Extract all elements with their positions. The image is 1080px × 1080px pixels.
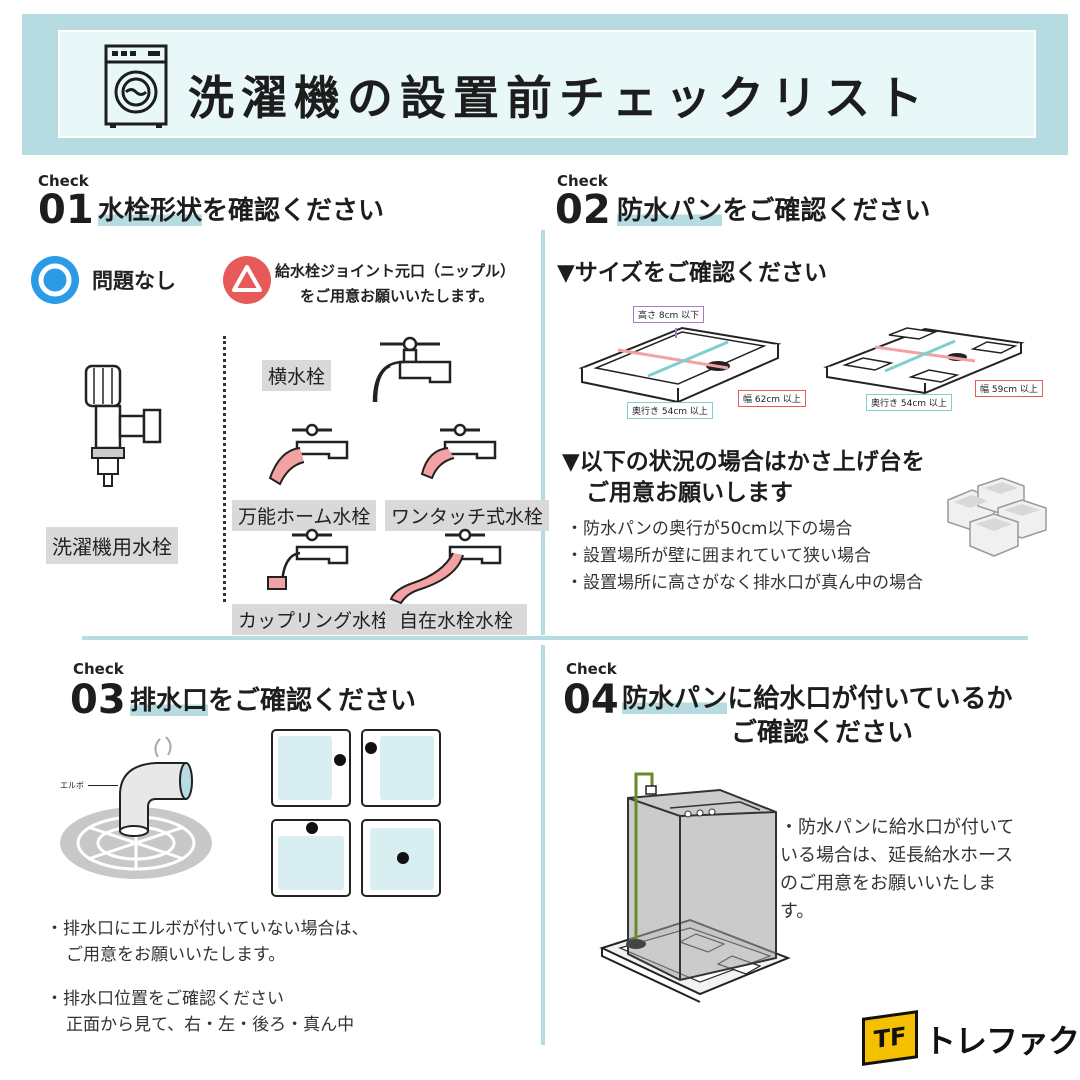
- faucet-label-2: ワンタッチ式水栓: [385, 500, 550, 531]
- brand-logo-mark-text: TF: [873, 1021, 907, 1055]
- washing-machine-icon: [104, 44, 168, 128]
- section-title-3: 排水口をご確認ください: [130, 680, 416, 717]
- section-number-2: 02: [555, 187, 611, 233]
- drain-position-grid: [271, 729, 441, 897]
- ok-circle-icon: [31, 256, 79, 304]
- divider-vertical-top: [541, 230, 545, 635]
- elbow-label: エルボ: [60, 781, 84, 790]
- universal-faucet-illustration: [268, 423, 349, 486]
- riser-bullet-1: ・設置場所が壁に囲まれていて狭い場合: [566, 546, 871, 566]
- riser-heading-line1: ▼以下の状況の場合はかさ上げ台を: [562, 449, 925, 475]
- section-title-4-rest: に給水口が付いているか: [727, 684, 1013, 714]
- riser-blocks-illustration: [947, 477, 1047, 557]
- check-label-3: Check: [73, 660, 124, 678]
- brand-logo-text: トレファク: [924, 1022, 1080, 1060]
- faucet-separator: [223, 336, 226, 602]
- flexible-faucet-illustration: [389, 528, 502, 605]
- page-title: 洗濯機の設置前チェックリスト: [188, 71, 930, 125]
- riser-heading-line2: ご用意お願いします: [586, 480, 793, 506]
- divider-vertical-bottom: [541, 645, 545, 1045]
- section-title-1-rest: を確認ください: [202, 196, 385, 226]
- waterproof-pan-illustration-1: [578, 326, 782, 404]
- drain-bullet-1-line2: ご用意をお願いいたします。: [66, 945, 286, 965]
- section-title-2-rest: をご確認ください: [722, 196, 931, 226]
- check-label-1: Check: [38, 172, 89, 190]
- supply-note-line-0: ・防水パンに給水口が付いて: [780, 817, 1015, 838]
- section-title-1-highlight: 水栓形状: [98, 196, 203, 226]
- divider-horizontal: [82, 636, 1028, 640]
- pan2-width-label: 幅 59cm 以上: [975, 380, 1043, 397]
- check-label-2: Check: [557, 172, 608, 190]
- warning-text-line1: 給水栓ジョイント元口（ニップル）: [275, 262, 516, 280]
- washer-faucet-illustration: [84, 364, 162, 487]
- supply-note-line-3: す。: [780, 901, 815, 922]
- section-title-3-highlight: 排水口: [130, 686, 209, 716]
- pan1-height-label: 高さ 8cm 以下: [633, 306, 705, 323]
- section-title-1: 水栓形状を確認ください: [98, 190, 384, 227]
- drain-bullet-2-line2: 正面から見て、右・左・後ろ・真ん中: [66, 1015, 355, 1035]
- supply-note-line-1: いる場合は、延長給水ホース: [780, 845, 1014, 866]
- section-number-4: 04: [563, 677, 619, 723]
- riser-bullet-2: ・設置場所に高さがなく排水口が真ん中の場合: [566, 573, 923, 593]
- washer-on-pan-illustration: [599, 772, 791, 1003]
- ok-label: 問題なし: [92, 269, 176, 293]
- section-title-4: 防水パンに給水口が付いているか: [622, 678, 1013, 715]
- supply-note-line-2: のご用意をお願いいたしま: [780, 873, 996, 894]
- section-title-4-highlight: 防水パン: [622, 684, 728, 714]
- section-number-1: 01: [38, 187, 94, 233]
- elbow-leader-line: [88, 785, 118, 786]
- one-touch-faucet-illustration: [420, 423, 497, 480]
- section-title-2: 防水パンをご確認ください: [617, 190, 930, 227]
- drain-elbow-illustration: [60, 736, 212, 879]
- faucet-label-4: 自在水栓水栓: [385, 604, 528, 635]
- pan1-width-label: 幅 62cm 以上: [738, 390, 806, 407]
- section-title-2-highlight: 防水パン: [617, 196, 723, 226]
- faucet-label-1: 万能ホーム水栓: [232, 500, 377, 531]
- pan1-depth-label: 奥行き 54cm 以上: [627, 402, 713, 419]
- drain-bullet-2-line1: ・排水口位置をご確認ください: [46, 989, 284, 1009]
- size-check-heading: ▼サイズをご確認ください: [557, 260, 827, 286]
- faucet-label-0: 横水栓: [262, 360, 332, 391]
- main-faucet-label: 洗濯機用水栓: [46, 527, 178, 564]
- pan2-depth-label: 奥行き 54cm 以上: [866, 394, 952, 411]
- waterproof-pan-illustration-2: [823, 327, 1025, 395]
- warning-triangle-icon: [223, 256, 271, 304]
- coupling-faucet-illustration: [267, 528, 349, 590]
- section-title-4-line2: ご確認ください: [731, 718, 914, 748]
- warning-text-line2: をご用意お願いいたします。: [300, 287, 494, 305]
- header-panel: [58, 30, 1036, 138]
- section-title-3-rest: をご確認ください: [208, 686, 417, 716]
- brand-logo-mark: TF: [862, 1010, 918, 1066]
- side-faucet-illustration: [372, 336, 452, 403]
- check-label-4: Check: [566, 660, 617, 678]
- drain-bullet-1-line1: ・排水口にエルボが付いていない場合は、: [46, 919, 369, 939]
- faucet-label-3: カップリング水栓: [232, 604, 397, 635]
- section-number-3: 03: [70, 677, 126, 723]
- riser-bullet-0: ・防水パンの奥行が50cm以下の場合: [566, 519, 853, 539]
